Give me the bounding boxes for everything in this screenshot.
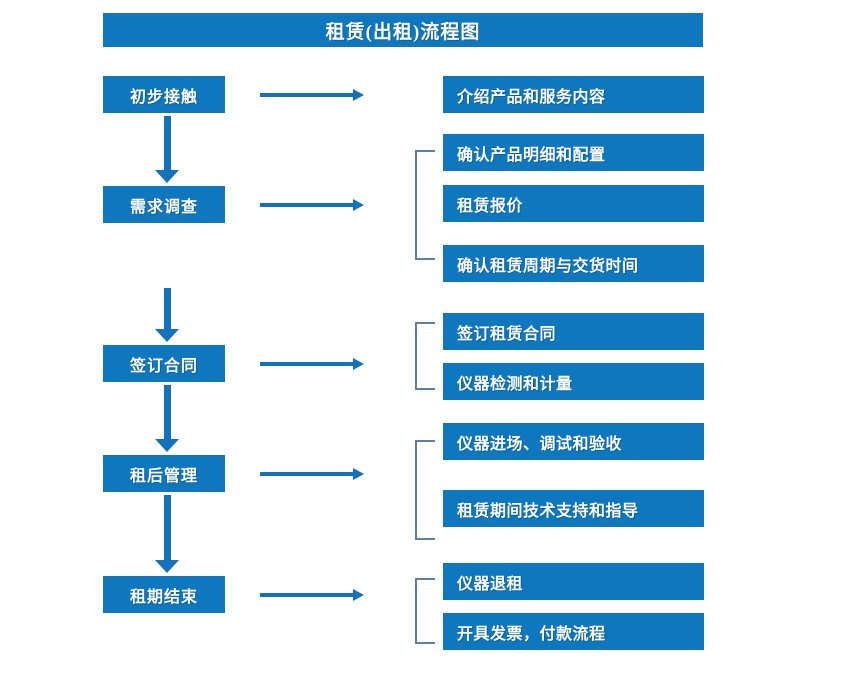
stage-box-post-rental[interactable]: 租后管理 bbox=[103, 455, 225, 492]
bracket-sign-contract bbox=[415, 322, 435, 390]
detail-box-rental-quote[interactable]: 租赁报价 bbox=[443, 185, 704, 222]
h-arrow-post bbox=[260, 468, 364, 480]
stage-box-sign-contract[interactable]: 签订合同 bbox=[103, 345, 225, 382]
stage-box-needs-survey[interactable]: 需求调查 bbox=[103, 186, 225, 223]
v-arrow-post-to-end bbox=[153, 495, 183, 573]
v-arrow-contact-to-survey bbox=[153, 116, 183, 183]
detail-box-introduce-products[interactable]: 介绍产品和服务内容 bbox=[443, 76, 704, 113]
bracket-needs-survey bbox=[415, 150, 435, 260]
detail-box-instrument-onsite[interactable]: 仪器进场、调试和验收 bbox=[443, 423, 704, 460]
detail-box-confirm-period[interactable]: 确认租赁周期与交货时间 bbox=[443, 245, 704, 282]
v-arrow-contract-to-post bbox=[153, 385, 183, 452]
h-arrow-survey bbox=[260, 199, 364, 211]
stage-box-rental-end[interactable]: 租期结束 bbox=[103, 576, 225, 613]
stage-box-initial-contact[interactable]: 初步接触 bbox=[103, 76, 225, 113]
bracket-post-rental bbox=[415, 440, 435, 540]
h-arrow-contract bbox=[260, 358, 364, 370]
v-arrow-survey-to-contract bbox=[153, 288, 183, 342]
bracket-rental-end bbox=[415, 578, 435, 644]
detail-box-confirm-spec[interactable]: 确认产品明细和配置 bbox=[443, 134, 704, 171]
page-title: 租赁(出租)流程图 bbox=[103, 13, 703, 47]
detail-box-instrument-return[interactable]: 仪器退租 bbox=[443, 563, 704, 600]
h-arrow-contact bbox=[260, 89, 364, 101]
detail-box-tech-support[interactable]: 租赁期间技术支持和指导 bbox=[443, 490, 704, 527]
detail-box-instrument-test[interactable]: 仪器检测和计量 bbox=[443, 363, 704, 400]
detail-box-sign-rental-contract[interactable]: 签订租赁合同 bbox=[443, 313, 704, 350]
detail-box-invoice-payment[interactable]: 开具发票，付款流程 bbox=[443, 613, 704, 650]
h-arrow-end bbox=[260, 589, 364, 601]
